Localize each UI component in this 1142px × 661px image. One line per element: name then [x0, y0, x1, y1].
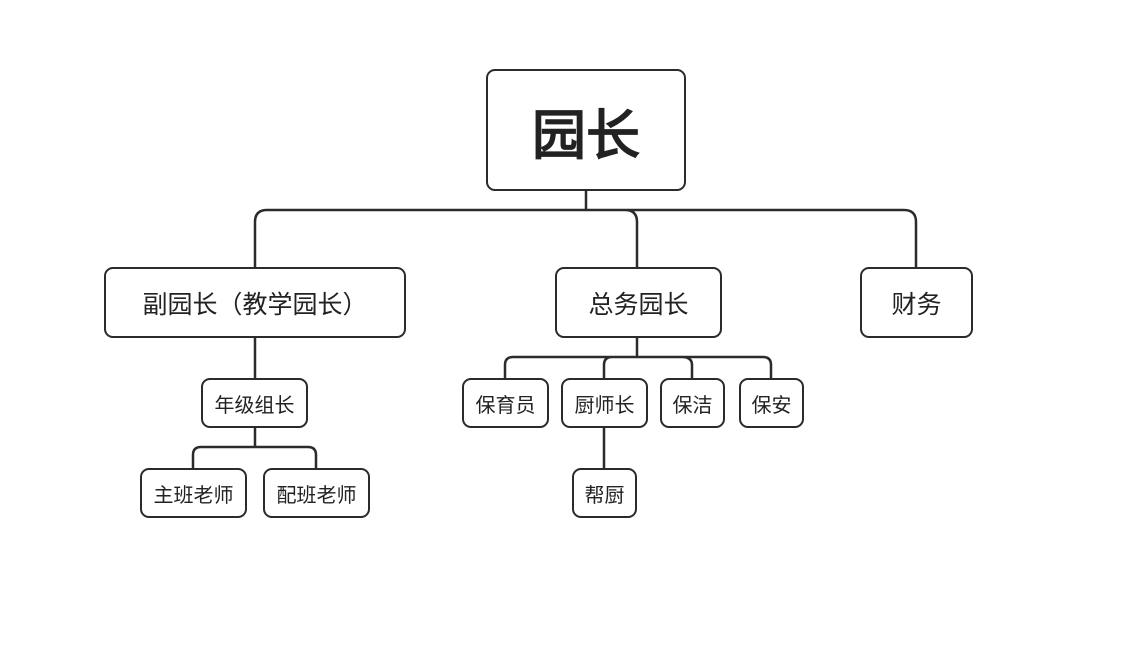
node-nursery-staff: 保育员 — [462, 378, 549, 428]
node-assistant-teacher-label: 配班老师 — [276, 482, 357, 507]
node-head-chef: 厨师长 — [561, 378, 648, 428]
node-kitchen-helper: 帮厨 — [572, 468, 637, 518]
node-principal: 园长 — [486, 69, 686, 191]
node-head-teacher-label: 主班老师 — [153, 482, 234, 507]
node-finance-label: 财务 — [891, 289, 942, 319]
connector-grade-to-teachers — [191, 428, 318, 468]
node-principal-label: 园长 — [532, 103, 640, 167]
connector-general-to-staff — [503, 338, 773, 378]
node-finance: 财务 — [860, 267, 973, 338]
node-assistant-teacher: 配班老师 — [263, 468, 370, 518]
node-head-chef-label: 厨师长 — [574, 392, 635, 417]
node-general-affairs-label: 总务园长 — [588, 289, 689, 319]
node-grade-leader: 年级组长 — [201, 378, 308, 428]
node-head-teacher: 主班老师 — [140, 468, 247, 518]
node-vice-principal: 副园长（教学园长） — [104, 267, 406, 338]
node-general-affairs-principal: 总务园长 — [555, 267, 722, 338]
node-kitchen-helper-label: 帮厨 — [584, 482, 625, 507]
node-cleaning-label: 保洁 — [672, 392, 713, 417]
connector-root-to-level1 — [253, 191, 918, 267]
node-grade-leader-label: 年级组长 — [214, 392, 295, 417]
node-nursery-staff-label: 保育员 — [475, 392, 536, 417]
node-cleaning: 保洁 — [660, 378, 725, 428]
node-vice-principal-label: 副园长（教学园长） — [142, 289, 368, 319]
node-security: 保安 — [739, 378, 804, 428]
node-security-label: 保安 — [751, 392, 792, 417]
